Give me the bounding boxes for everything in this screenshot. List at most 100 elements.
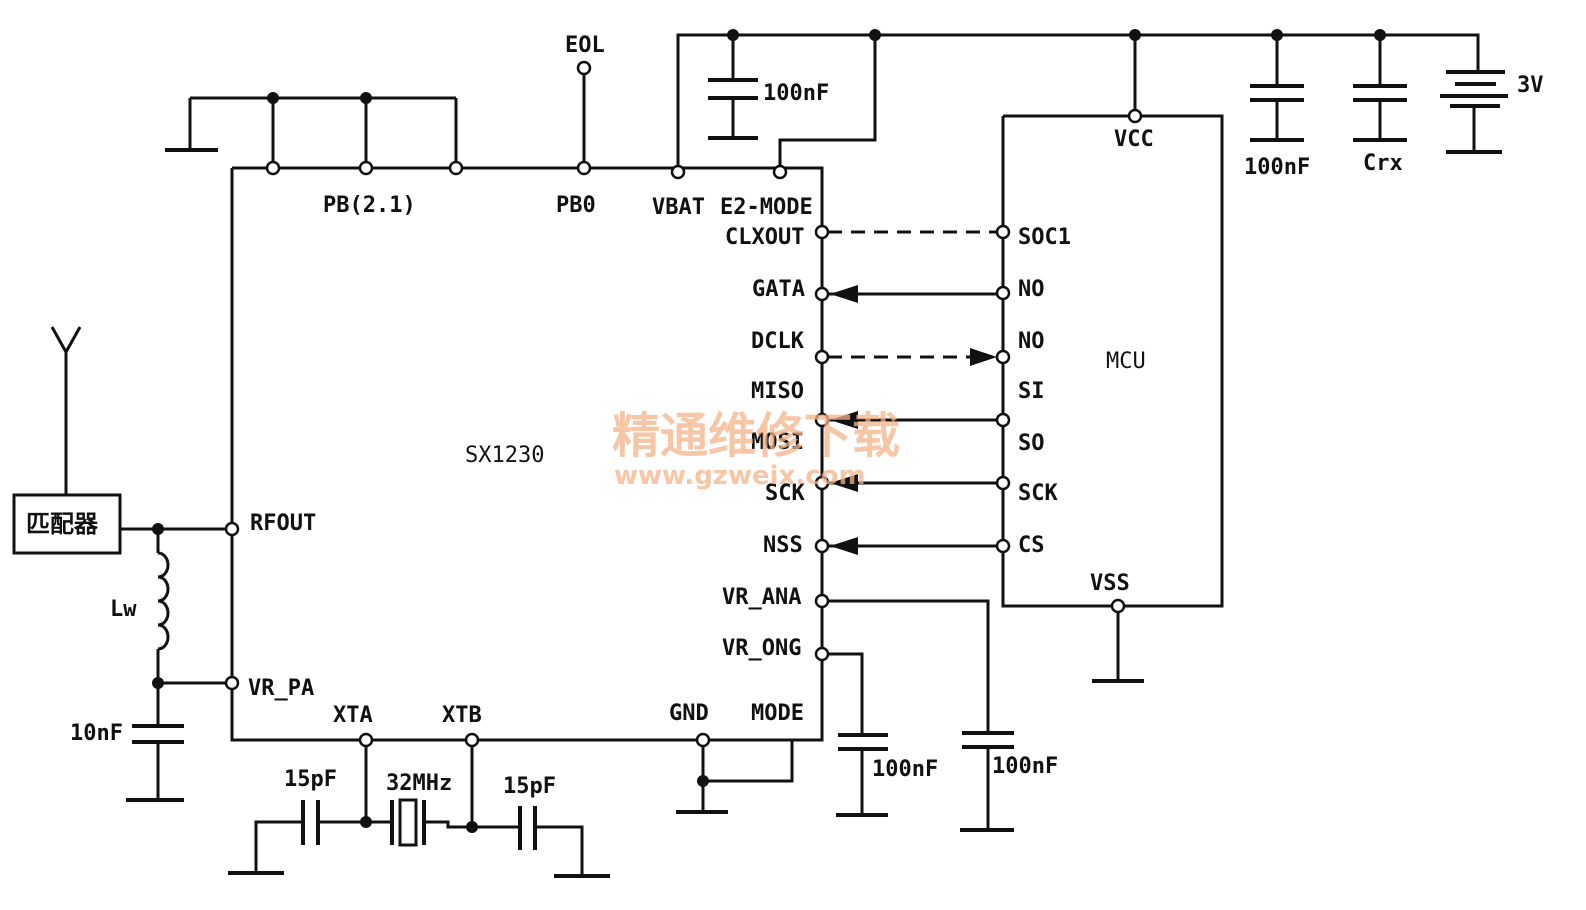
mcu-pin-label: SCK bbox=[1018, 481, 1058, 506]
antenna-icon bbox=[50, 326, 82, 356]
pin-vcc bbox=[1127, 108, 1143, 124]
sx1230-label: SX1230 bbox=[465, 443, 544, 468]
cap-vcc-label: 100nF bbox=[1244, 155, 1310, 180]
pin-vbat bbox=[670, 164, 686, 180]
pin-pb-2 bbox=[358, 160, 374, 176]
mode-wire bbox=[703, 740, 794, 783]
pin-label: MISO bbox=[751, 379, 804, 404]
pin-xta bbox=[358, 732, 374, 748]
matcher-label: 匹配器 bbox=[26, 510, 99, 538]
supply-section: 100nF Crx 3V bbox=[1129, 29, 1544, 180]
sx1230-chip: SX1230 bbox=[230, 166, 824, 742]
mcu-pin-label: CS bbox=[1018, 533, 1045, 558]
pin-gnd bbox=[695, 732, 711, 748]
e2mode-label: E2-MODE bbox=[720, 195, 813, 220]
vbat-label: VBAT bbox=[652, 195, 705, 220]
pin-label: SCK bbox=[765, 481, 805, 506]
eol-label: EOL bbox=[565, 33, 605, 58]
crystal-section: XTA XTB 15pF 32MHz 15pF bbox=[228, 703, 610, 878]
cap-10nf-label: 10nF bbox=[70, 721, 123, 746]
mcu-pin-label: NO bbox=[1018, 277, 1045, 302]
matcher-box bbox=[12, 493, 122, 555]
cap-15pf-right-label: 15pF bbox=[503, 774, 556, 799]
arrow-right-icon bbox=[970, 348, 997, 366]
cap-top-label: 100nF bbox=[763, 81, 829, 106]
gnd-label: GND bbox=[669, 701, 709, 726]
pin-label: MOSI bbox=[751, 430, 804, 455]
pin-gata bbox=[814, 286, 830, 302]
junction-dot bbox=[360, 92, 372, 104]
crystal-label: 32MHz bbox=[386, 771, 452, 796]
junction-dot bbox=[1271, 29, 1283, 41]
e2mode-wire bbox=[778, 35, 877, 168]
crystal-lead-right bbox=[424, 820, 472, 829]
pin-sck-mcu bbox=[995, 538, 1011, 554]
rfout-label: RFOUT bbox=[250, 511, 316, 536]
watermark-url: www.gzweix.com bbox=[614, 461, 866, 491]
pin-pb0 bbox=[576, 160, 592, 176]
pin-dclk bbox=[814, 349, 830, 365]
pin-vrpa bbox=[224, 675, 240, 691]
pb0-eol: EOL PB0 bbox=[556, 33, 605, 218]
mcu-pin-label: SI bbox=[1018, 379, 1045, 404]
mcu-pin-label: SOC1 bbox=[1018, 225, 1071, 250]
sx1230-outline bbox=[230, 166, 824, 742]
eol-terminal bbox=[576, 60, 592, 76]
pin-label: VR_ONG bbox=[722, 636, 801, 661]
pin-rfout bbox=[224, 521, 240, 537]
vr-ong-wire bbox=[828, 652, 864, 735]
spi-connections bbox=[828, 230, 997, 555]
arrow-left-icon bbox=[830, 285, 858, 303]
pin-e2mode bbox=[772, 164, 788, 180]
watermark: 精通维修下载 www.gzweix.com bbox=[612, 408, 900, 491]
junction-dot bbox=[1374, 29, 1386, 41]
pin-vr-ana bbox=[814, 593, 830, 609]
vr-ana-wire bbox=[828, 599, 990, 733]
junction-dot bbox=[267, 92, 279, 104]
rf-section: 匹配器 RFOUT Lw VR_PA 10nF bbox=[12, 326, 316, 802]
vcc-top-rail bbox=[676, 33, 1480, 168]
cap-ana-label: 100nF bbox=[992, 754, 1058, 779]
pin-xtb bbox=[464, 732, 480, 748]
pin-no-1 bbox=[995, 285, 1011, 301]
pin-sck bbox=[814, 538, 830, 554]
pb-label: PB(2.1) bbox=[323, 193, 416, 218]
cap-15pf-left-ground-wire bbox=[254, 820, 303, 873]
inductor-label: Lw bbox=[110, 597, 137, 622]
crystal-icon bbox=[398, 798, 418, 847]
xta-label: XTA bbox=[333, 703, 373, 728]
arrow-left-icon bbox=[830, 411, 858, 429]
battery-symbol bbox=[1440, 70, 1508, 154]
junction-dot bbox=[869, 29, 881, 41]
arrow-left-icon bbox=[830, 537, 858, 555]
vrpa-label: VR_PA bbox=[248, 676, 314, 701]
arrow-left-icon bbox=[830, 474, 858, 492]
mcu-pin-label: SO bbox=[1018, 431, 1045, 456]
inductor-icon bbox=[157, 551, 170, 651]
mcu-pin-label: NO bbox=[1018, 329, 1045, 354]
mode-label: MODE bbox=[751, 701, 804, 726]
pin-label: NSS bbox=[763, 533, 803, 558]
junction-dot bbox=[727, 29, 739, 41]
pin-label: CLXOUT bbox=[725, 225, 804, 250]
regulator-caps: 100nF 100nF bbox=[828, 599, 1058, 832]
vbat-net: 100nF VBAT E2-MODE bbox=[652, 29, 1480, 220]
pin-soc1 bbox=[995, 224, 1011, 240]
pin-vr-ong bbox=[814, 646, 830, 662]
sx1230-right-pins: CLXOUT GATA DCLK MISO MOSI SCK NSS VR_AN… bbox=[722, 224, 830, 662]
mcu-label: MCU bbox=[1106, 349, 1146, 374]
pin-si bbox=[995, 412, 1011, 428]
pb-ground-net: PB(2.1) bbox=[165, 92, 464, 218]
cap-ong-label: 100nF bbox=[872, 757, 938, 782]
junction-dot bbox=[1129, 29, 1141, 41]
mcu-outline bbox=[1001, 114, 1224, 608]
pin-no-2 bbox=[995, 349, 1011, 365]
pb0-label: PB0 bbox=[556, 193, 596, 218]
gnd-mode-section: GND MODE bbox=[669, 701, 804, 814]
pin-label: DCLK bbox=[751, 329, 805, 354]
mcu-block: MCU VCC VSS SOC1 NO NO SI SO SCK CS bbox=[995, 108, 1224, 683]
cap-15pf-right-ground-wire bbox=[535, 825, 584, 876]
xtb-label: XTB bbox=[442, 703, 482, 728]
